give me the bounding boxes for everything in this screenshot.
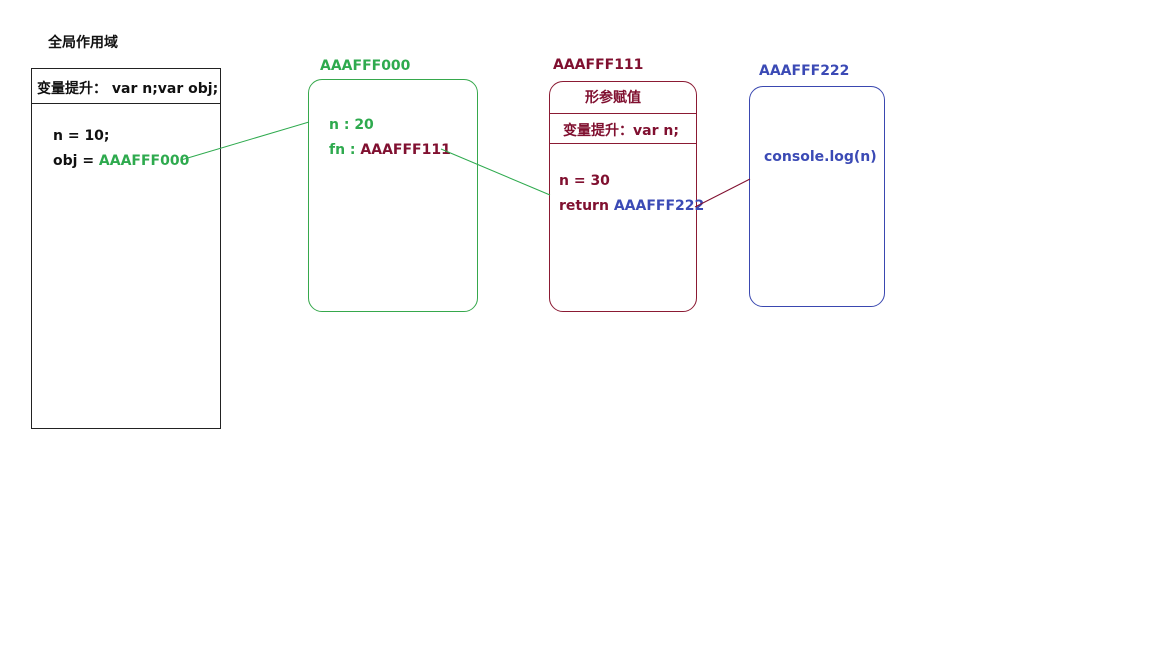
fn-111-address: AAAFFF111 [553, 57, 644, 73]
global-obj-assignment: obj = AAAFFF000 [53, 152, 189, 170]
fn-111-return: return AAAFFF222 [559, 197, 704, 215]
global-n-assignment: n = 10; [53, 128, 110, 144]
fn-111-return-ref: AAAFFF222 [613, 198, 705, 214]
obj-000-prop-fn-key: fn : [329, 142, 361, 158]
fn-111-hoisting: 变量提升：var n; [563, 123, 679, 139]
obj-000-prop-fn-ref: AAAFFF111 [360, 142, 451, 158]
fn-111-n-assignment: n = 30 [559, 173, 610, 189]
fn-111-divider-2 [550, 143, 696, 144]
fn-111-divider-1 [550, 113, 696, 114]
global-divider [32, 103, 220, 104]
fn-222-address: AAAFFF222 [759, 63, 850, 79]
obj-000-address: AAAFFF000 [320, 58, 411, 74]
global-scope-box: 变量提升： var n;var obj; [31, 68, 221, 429]
obj-000-box [308, 79, 478, 312]
global-obj-ref: AAAFFF000 [98, 153, 190, 169]
obj-000-prop-fn: fn : AAAFFF111 [329, 141, 451, 159]
global-scope-title: 全局作用域 [48, 35, 118, 51]
fn-111-params-header: 形参赋值 [585, 90, 641, 106]
fn-111-return-keyword: return [559, 198, 614, 214]
global-obj-prefix: obj = [53, 153, 99, 169]
fn-222-box [749, 86, 885, 307]
obj-000-prop-n: n : 20 [329, 117, 374, 133]
fn-222-body: console.log(n) [764, 149, 877, 165]
global-hoisting-label: 变量提升： var n;var obj; [37, 81, 219, 97]
